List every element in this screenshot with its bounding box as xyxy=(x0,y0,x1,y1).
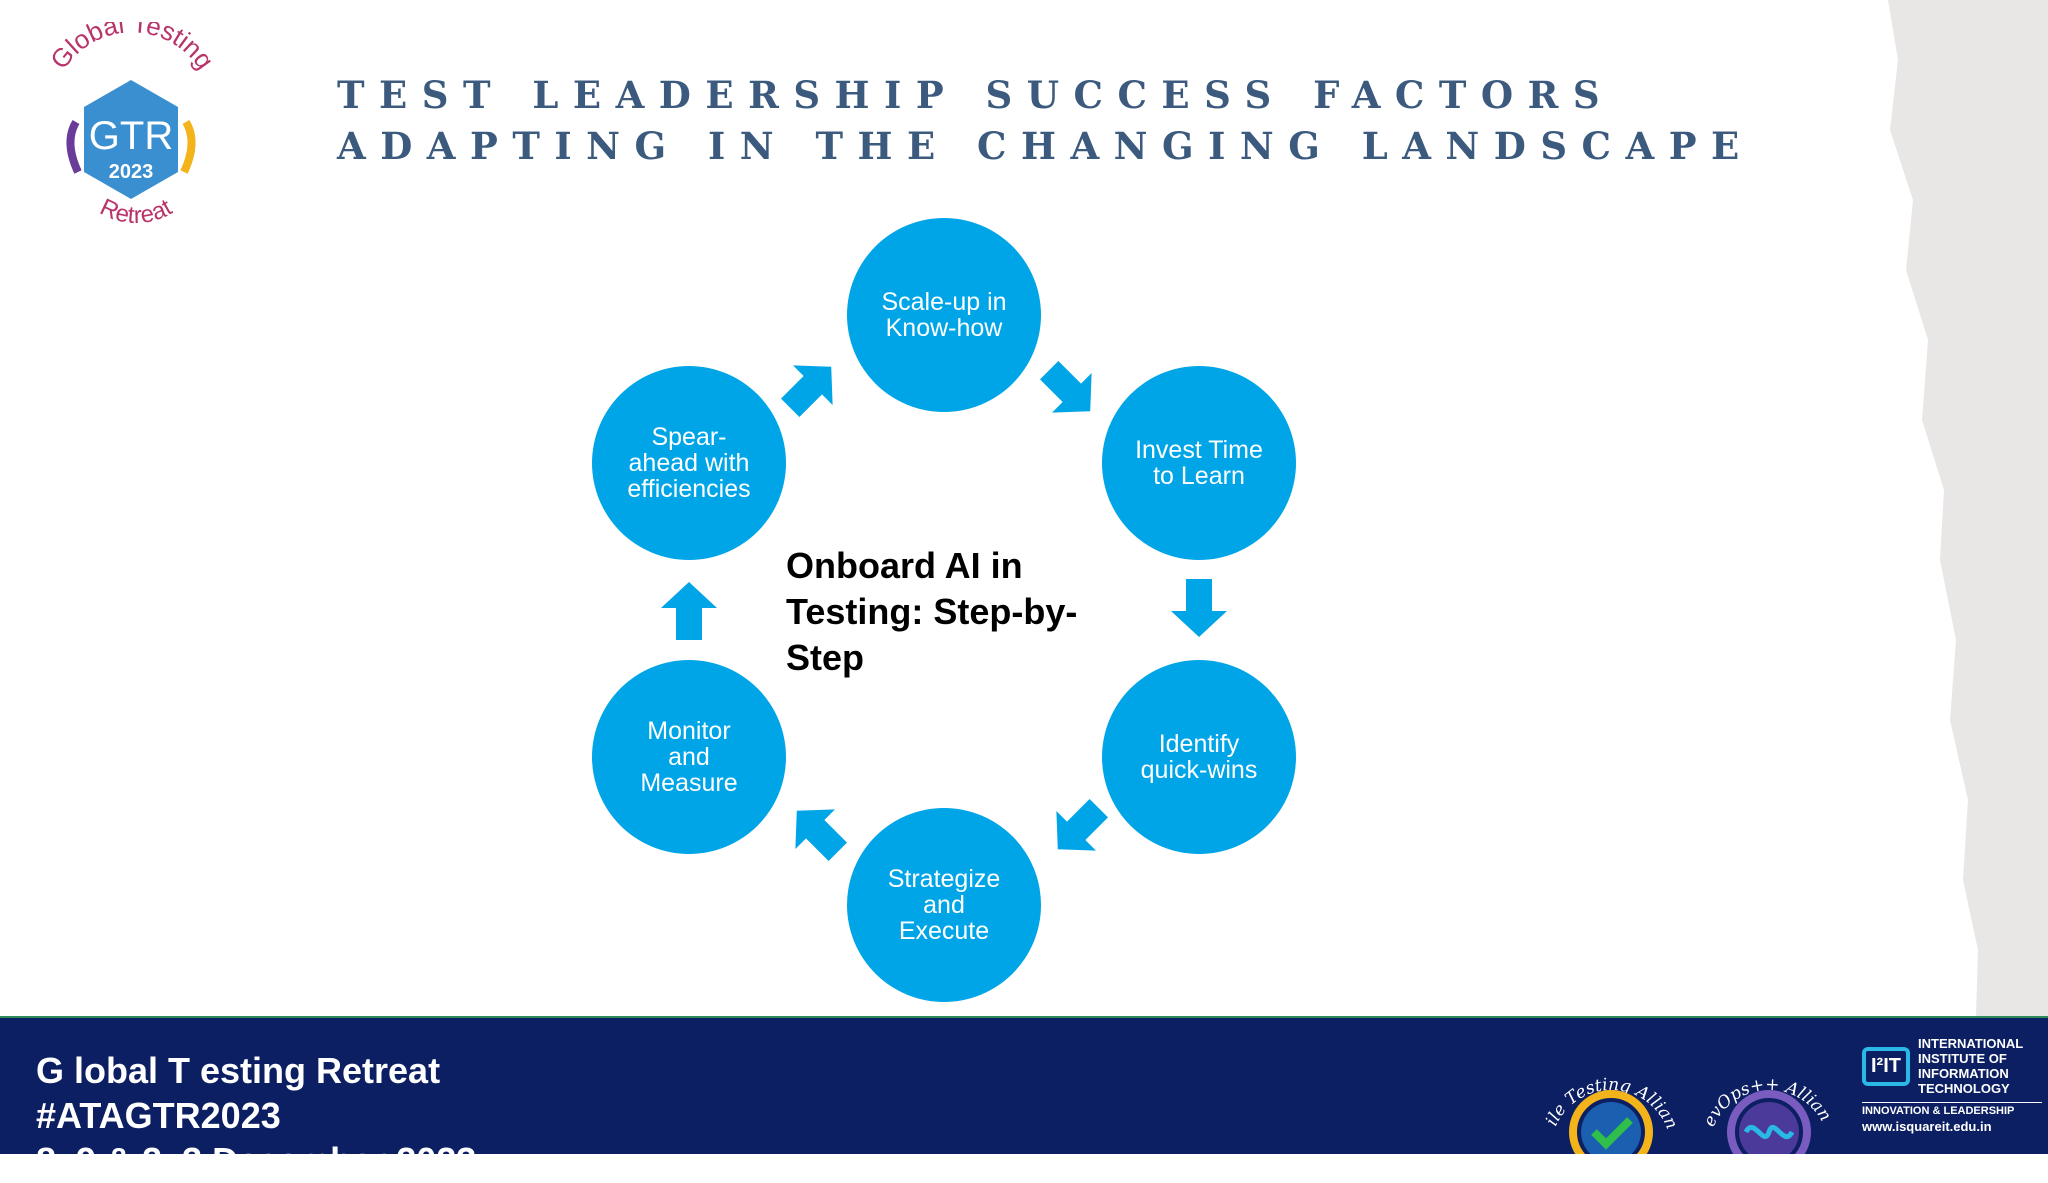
arrow-spearahead-to-scaleup xyxy=(781,365,833,417)
cycle-diagram: Scale-up in Know-how Invest Time to Lear… xyxy=(592,218,1296,1002)
gtr-2023-logo: Global Testing GTR 2023 Retreat xyxy=(44,22,220,229)
footer-event-name: G lobal T esting Retreat xyxy=(36,1050,441,1091)
svg-text:GTR: GTR xyxy=(89,114,173,158)
step-scale-up: Scale-up in Know-how xyxy=(847,218,1041,412)
torn-paper-decoration xyxy=(1888,0,2048,1016)
arrow-invest-to-identify xyxy=(1171,579,1227,637)
footer-bar: G lobal T esting Retreat #ATAGTR2023 8, … xyxy=(0,1016,2048,1181)
arrow-identify-to-strategize xyxy=(1056,799,1108,851)
i2it-logo: I²IT INTERNATIONAL INSTITUTE OF INFORMAT… xyxy=(1862,1036,2042,1134)
i2it-line-1: INTERNATIONAL xyxy=(1918,1036,2024,1051)
arrow-monitor-to-spearahead xyxy=(661,582,717,640)
i2it-line-2: INSTITUTE OF xyxy=(1918,1051,2007,1066)
arrow-scaleup-to-invest xyxy=(1040,361,1092,413)
i2it-mark: I²IT xyxy=(1862,1046,1910,1086)
i2it-line-4: TECHNOLOGY xyxy=(1918,1081,2010,1096)
step-invest-time: Invest Time to Learn xyxy=(1102,366,1296,560)
arrow-strategize-to-monitor xyxy=(795,809,847,861)
svg-text:2023: 2023 xyxy=(109,161,154,183)
cycle-arrows xyxy=(661,361,1227,861)
slide-title: TEST LEADERSHIP SUCCESS FACTORS ADAPTING… xyxy=(337,70,1754,172)
footer-text: G lobal T esting Retreat #ATAGTR2023 8, … xyxy=(36,1048,476,1183)
devops-alliance-logo: DevOps++ Alliance xyxy=(1694,1036,1835,1154)
agile-testing-alliance-logo: Agile Testing Alliance xyxy=(1536,1036,1682,1154)
i2it-url[interactable]: www.isquareit.edu.in xyxy=(1862,1119,1992,1134)
i2it-line-3: INFORMATION xyxy=(1918,1066,2009,1081)
step-identify-quick-wins: Identify quick-wins xyxy=(1102,660,1296,854)
title-line-2: ADAPTING IN THE CHANGING LANDSCAPE xyxy=(337,124,1754,168)
footer-dates: 8, 9 & 2, 3 December 2023 xyxy=(36,1140,477,1181)
step-monitor: Monitor and Measure xyxy=(592,660,786,854)
footer-hashtag: #ATAGTR2023 xyxy=(36,1095,281,1136)
diagram-center-label: Onboard AI in Testing: Step-by-Step xyxy=(786,545,1078,678)
step-strategize: Strategize and Execute xyxy=(847,808,1041,1002)
title-line-1: TEST LEADERSHIP SUCCESS FACTORS xyxy=(337,73,1615,117)
i2it-tagline: INNOVATION & LEADERSHIP xyxy=(1862,1102,2042,1117)
step-spear-ahead: Spear- ahead with efficiencies xyxy=(592,366,786,560)
